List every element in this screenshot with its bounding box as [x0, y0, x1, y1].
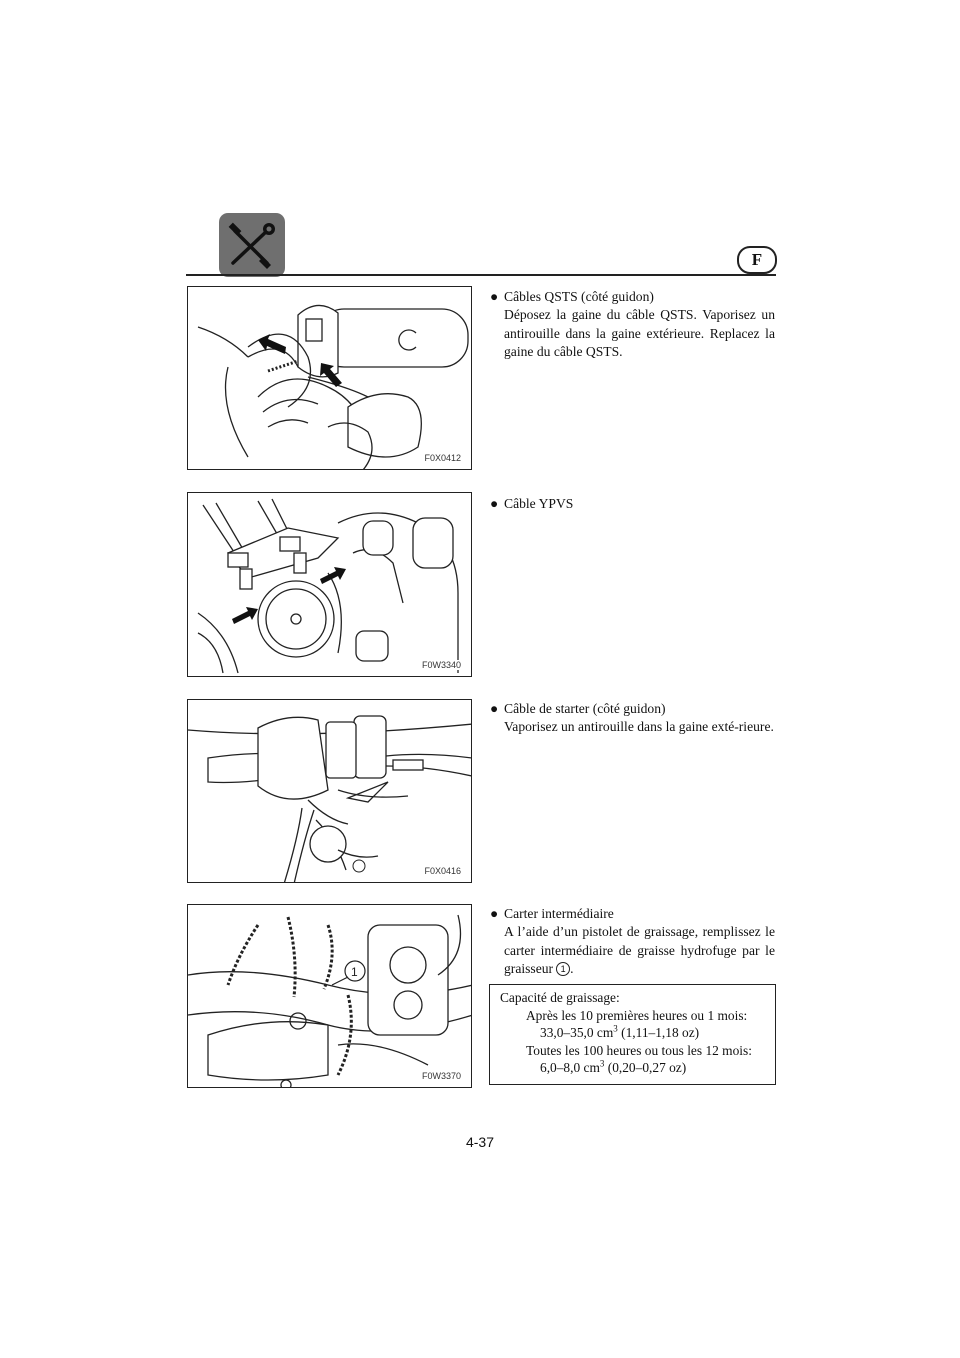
section-body: Déposez la gaine du câble QSTS. Vaporise… [504, 307, 775, 359]
header-rule [186, 274, 776, 276]
callout-marker: 1 [556, 961, 571, 976]
section-body: Vaporisez un antirouille dans la gaine e… [504, 719, 774, 735]
spec-amount-2: 6,0–8,0 cm3 (0,20–0,27 oz) [540, 1058, 687, 1075]
figure-code: F0W3370 [419, 1071, 463, 1081]
section-title: Câbles QSTS (côté guidon) [504, 289, 654, 304]
spec-amount-1: 33,0–35,0 cm3 (1,11–1,18 oz) [540, 1023, 700, 1040]
section-title: Carter intermédiaire [504, 906, 614, 921]
figure-code: F0X0412 [422, 453, 463, 463]
section-ypvs: ● Câble YPVS [490, 495, 775, 513]
page-number: 4-37 [465, 1134, 495, 1150]
figure-intermediate-housing: 1 F0W3370 [187, 904, 472, 1088]
section-body-text: A l’aide d’un pistolet de graissage, rem… [504, 924, 775, 976]
figure-code: F0X0416 [422, 866, 463, 876]
spec-heading: Capacité de graissage: [500, 990, 620, 1005]
figure-qsts-cable: F0X0412 [187, 286, 472, 470]
section-starter: ● Câble de starter (côté guidon) Vaporise… [490, 700, 775, 737]
bullet-icon: ● [490, 701, 499, 716]
section-title: Câble YPVS [504, 496, 574, 511]
figure-starter-cable: F0X0416 [187, 699, 472, 883]
section-qsts: ● Câbles QSTS (côté guidon) Déposez la ga… [490, 288, 775, 361]
section-body: A l’aide d’un pistolet de graissage, rem… [490, 923, 775, 978]
section-title: Câble de starter (côté guidon) [504, 701, 666, 716]
tools-icon [219, 213, 285, 277]
bullet-icon: ● [490, 906, 499, 921]
language-badge: F [737, 246, 777, 274]
spec-interval-1: Après les 10 premières heures ou 1 mois: [526, 1007, 748, 1023]
grease-capacity-box: Capacité de graissage: Après les 10 prem… [489, 984, 776, 1085]
section-body-end: . [570, 960, 574, 976]
bullet-icon: ● [490, 496, 499, 511]
spec-interval-2: Toutes les 100 heures ou tous les 12 moi… [526, 1042, 752, 1058]
section-intermediate: ● Carter intermédiaire A l’aide d’un pist… [490, 905, 775, 978]
figure-ypvs-cable: F0W3340 [187, 492, 472, 677]
svg-text:1: 1 [351, 965, 358, 979]
figure-code: F0W3340 [419, 660, 463, 670]
bullet-icon: ● [490, 289, 499, 304]
